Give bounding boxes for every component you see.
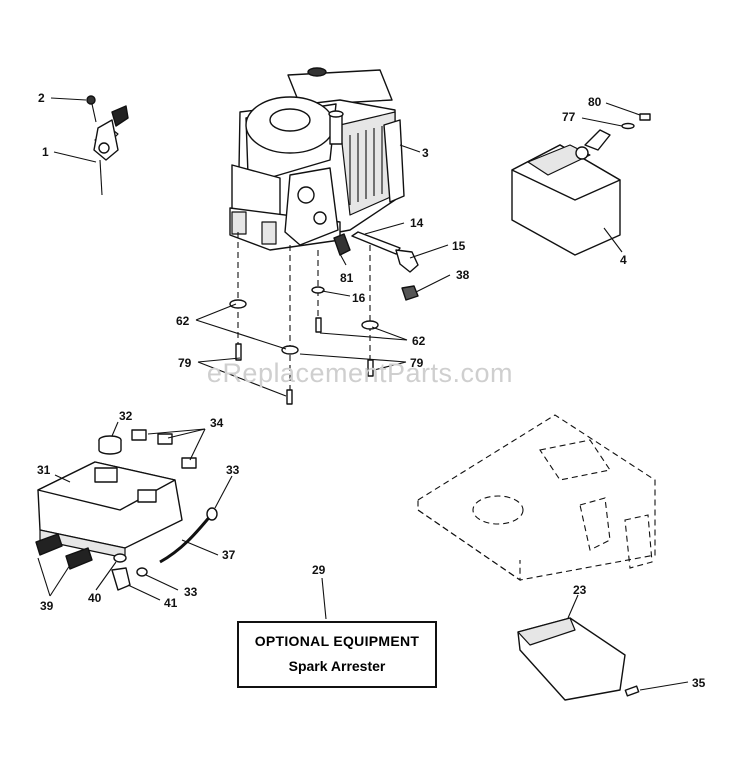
- part-label-35: 35: [692, 676, 706, 690]
- washers-and-bolts: [229, 286, 379, 405]
- part-label-14: 14: [410, 216, 424, 230]
- leader-lines: [37, 97, 689, 691]
- watermark: eReplacementParts.com: [207, 358, 513, 388]
- part-label-15: 15: [452, 239, 466, 253]
- part-label-34: 34: [210, 416, 224, 430]
- part-label-79-left: 79: [178, 356, 192, 370]
- fuel-line-parts: [333, 231, 419, 301]
- optional-equipment-title: OPTIONAL EQUIPMENT: [254, 633, 420, 649]
- part-label-62-right: 62: [412, 334, 426, 348]
- fuel-hose: [111, 507, 218, 591]
- heat-shield: [37, 429, 197, 559]
- pads: [35, 533, 93, 570]
- shield-plate: [517, 617, 640, 701]
- part-label-3: 3: [422, 146, 429, 160]
- part-label-29: 29: [312, 563, 326, 577]
- part-label-39: 39: [40, 599, 54, 613]
- part-label-32: 32: [119, 409, 133, 423]
- part-labels: 2 1 3 14 15 81 38 16 62 62 79 79 80 77 4…: [37, 91, 706, 690]
- part-label-38: 38: [456, 268, 470, 282]
- part-label-80: 80: [588, 95, 602, 109]
- part-label-77: 77: [562, 110, 576, 124]
- part-label-79-right: 79: [410, 356, 424, 370]
- part-label-2: 2: [38, 91, 45, 105]
- part-label-33-bottom: 33: [184, 585, 198, 599]
- part-label-40: 40: [88, 591, 102, 605]
- engine: [229, 67, 405, 251]
- muffler: [511, 113, 651, 256]
- part-label-16: 16: [352, 291, 366, 305]
- part-label-4: 4: [620, 253, 627, 267]
- part-label-1: 1: [42, 145, 49, 159]
- optional-equipment-subtitle: Spark Arrester: [288, 658, 386, 674]
- part-label-37: 37: [222, 548, 236, 562]
- throttle-control: [86, 95, 129, 196]
- part-label-31: 31: [37, 463, 51, 477]
- optional-equipment-box: OPTIONAL EQUIPMENT Spark Arrester: [237, 621, 437, 688]
- part-label-23: 23: [573, 583, 587, 597]
- part-label-33-top: 33: [226, 463, 240, 477]
- part-label-62-left: 62: [176, 314, 190, 328]
- part-label-81: 81: [340, 271, 354, 285]
- part-label-41: 41: [164, 596, 178, 610]
- frame-outline: [417, 414, 656, 582]
